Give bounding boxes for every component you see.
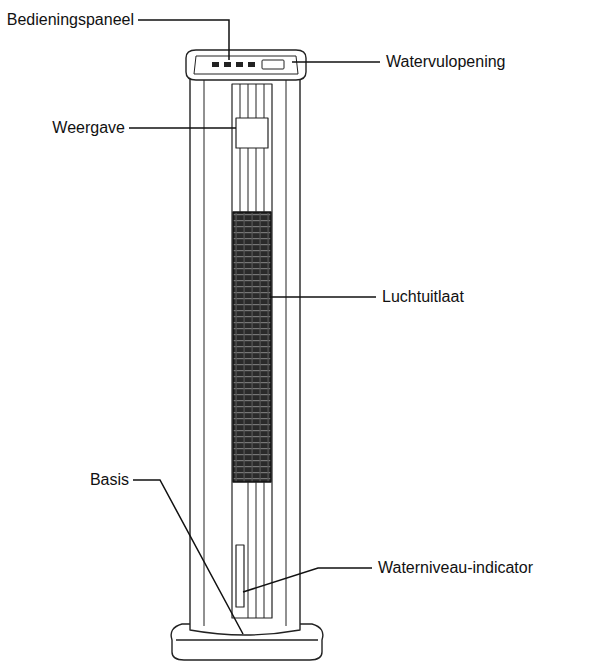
part-label: Weergave bbox=[52, 119, 125, 137]
grille-bar bbox=[248, 84, 249, 118]
grille-bar bbox=[256, 482, 257, 618]
grille-bar bbox=[256, 148, 257, 212]
grille-bar bbox=[264, 482, 265, 618]
grille-bar bbox=[256, 84, 257, 118]
grille-bar bbox=[248, 482, 249, 618]
part-label: Waterniveau-indicator bbox=[378, 559, 533, 577]
grille-bar bbox=[264, 84, 265, 118]
grille-bar bbox=[264, 148, 265, 212]
grille-bar bbox=[240, 84, 241, 118]
grille-bar bbox=[248, 148, 249, 212]
grille-bar bbox=[240, 148, 241, 212]
part-label: Basis bbox=[90, 471, 129, 489]
part-label: Luchtuitlaat bbox=[382, 288, 464, 306]
part-label: Watervulopening bbox=[386, 53, 505, 71]
part-label: Bedieningspaneel bbox=[7, 11, 134, 29]
